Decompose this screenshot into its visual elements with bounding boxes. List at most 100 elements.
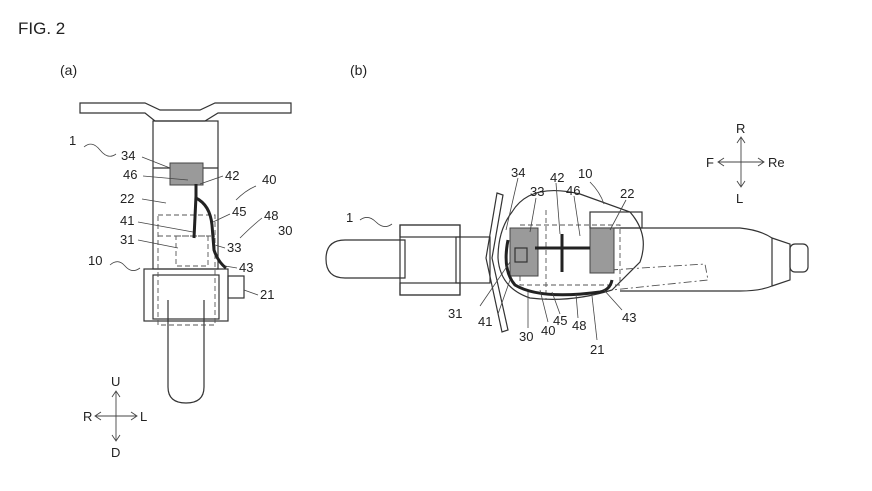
tail-lamp <box>789 243 809 273</box>
ref-43: 43 <box>239 260 253 275</box>
leader-48a <box>239 217 263 239</box>
hidden-outline <box>157 214 216 326</box>
compass-b-arrowheads <box>717 136 765 188</box>
leader-46a <box>142 175 189 181</box>
ref-31: 31 <box>120 232 134 247</box>
leader-42a <box>199 175 224 185</box>
ref-48: 48 <box>264 208 278 223</box>
harness-branch <box>192 195 198 239</box>
fender-inner <box>152 274 220 320</box>
ref-21: 21 <box>260 287 274 302</box>
ref-1: 1 <box>69 133 76 148</box>
ref-b-48: 48 <box>572 318 586 333</box>
leader-33a <box>214 244 226 249</box>
ref-b-1: 1 <box>346 210 353 225</box>
ref-42: 42 <box>225 168 239 183</box>
component-22 <box>589 227 615 274</box>
panel-b-label: (b) <box>350 62 367 78</box>
leader-22a <box>141 198 167 204</box>
panel-a-label: (a) <box>60 62 77 78</box>
compass-b-up: R <box>736 121 745 136</box>
ref-46: 46 <box>123 167 137 182</box>
leader-45a <box>212 213 231 223</box>
harness-40-loop <box>504 239 614 297</box>
ref-22: 22 <box>120 191 134 206</box>
ref-b-42: 42 <box>550 170 564 185</box>
ref-b-21: 21 <box>590 342 604 357</box>
compass-b-down: L <box>736 191 743 206</box>
compass-a-up: U <box>111 374 120 389</box>
leader-21a <box>243 289 259 296</box>
compass-a-arrowheads <box>94 390 138 442</box>
ref-b-34: 34 <box>511 165 525 180</box>
ref-40: 40 <box>262 172 276 187</box>
front-wheel-top <box>325 239 406 279</box>
ref-45: 45 <box>232 204 246 219</box>
cowl-10 <box>497 189 644 300</box>
compass-b-right: Re <box>768 155 785 170</box>
leader-1a <box>83 143 117 157</box>
compass-b: R L F Re <box>706 121 785 206</box>
tail-section <box>771 237 791 287</box>
component-34 <box>169 162 204 186</box>
ref-b-33: 33 <box>530 184 544 199</box>
leader-40a <box>235 185 257 201</box>
fork-top <box>399 224 461 238</box>
ref-b-31: 31 <box>448 306 462 321</box>
leader-46b <box>573 195 581 237</box>
rear-body <box>620 227 773 292</box>
leader-43b <box>603 289 623 311</box>
leader-41a <box>137 221 194 233</box>
compass-a-right: L <box>140 409 147 424</box>
leader-22b <box>609 199 627 231</box>
leader-10b <box>589 181 605 205</box>
front-wheel <box>167 300 205 404</box>
leader-21b <box>591 295 598 341</box>
steering-head <box>455 236 491 284</box>
leader-10a <box>109 261 141 271</box>
compass-a: U D R L <box>83 374 147 460</box>
component-21 <box>227 275 245 299</box>
compass-a-left: R <box>83 409 92 424</box>
leader-42b <box>555 182 561 235</box>
leader-40b <box>539 289 549 323</box>
component-33 <box>509 227 539 277</box>
ref-b-41: 41 <box>478 314 492 329</box>
ref-b-40: 40 <box>541 323 555 338</box>
fork-bottom <box>399 282 461 296</box>
leader-43a <box>224 265 238 269</box>
compass-a-down: D <box>111 445 120 460</box>
seat-box <box>589 211 643 229</box>
leader-1b <box>359 217 393 227</box>
ref-b-10: 10 <box>578 166 592 181</box>
ref-33: 33 <box>227 240 241 255</box>
component-31 <box>514 247 528 263</box>
windscreen <box>485 192 509 333</box>
leader-45b <box>551 291 561 315</box>
ref-b-46: 46 <box>566 183 580 198</box>
handlebar <box>79 102 292 122</box>
ref-b-43: 43 <box>622 310 636 325</box>
leader-41b <box>497 279 511 315</box>
ref-b-22: 22 <box>620 186 634 201</box>
panel-b: (b) <box>325 62 809 357</box>
ref-41: 41 <box>120 213 134 228</box>
leader-48b <box>575 293 579 319</box>
leader-31a <box>137 239 179 249</box>
panel-a: (a) 1 <box>60 62 292 460</box>
compass-b-left: F <box>706 155 714 170</box>
fork-block <box>399 224 461 296</box>
leader-34a <box>141 156 171 169</box>
harness-40 <box>194 184 227 270</box>
leader-31b <box>479 261 511 307</box>
ref-30: 30 <box>278 223 292 238</box>
leader-33b <box>529 197 537 233</box>
ref-b-45: 45 <box>553 313 567 328</box>
ref-b-30: 30 <box>519 329 533 344</box>
muffler-outline <box>609 263 709 291</box>
ref-34: 34 <box>121 148 135 163</box>
ref-10: 10 <box>88 253 102 268</box>
figure-title: FIG. 2 <box>18 19 65 38</box>
box-31 <box>175 235 209 267</box>
